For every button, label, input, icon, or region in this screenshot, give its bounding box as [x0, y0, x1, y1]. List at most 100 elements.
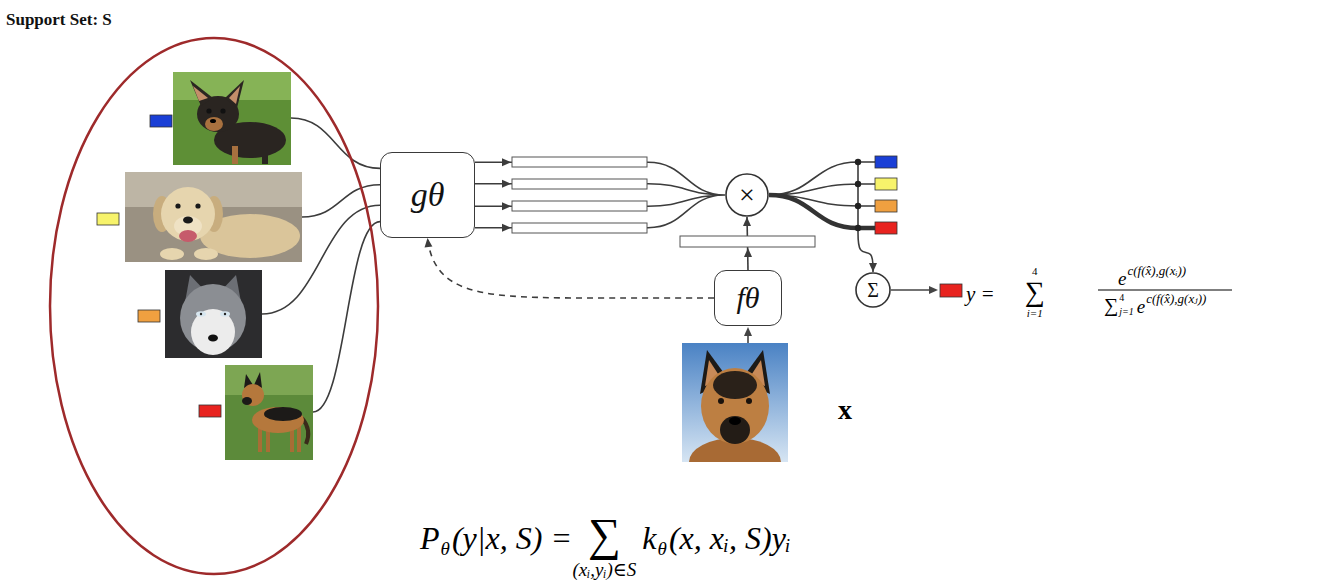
product-operator: ×: [725, 173, 769, 217]
embedding-vector: [680, 236, 815, 247]
support-photo-part: [183, 217, 193, 224]
node-label: Support Set: S: [6, 10, 112, 30]
query-label: x: [838, 394, 852, 426]
arrowhead: [869, 263, 877, 272]
sum-limit: 4: [1032, 265, 1038, 277]
sum-sign: ∑: [588, 508, 621, 561]
node-label: Σ: [867, 279, 879, 302]
sum-limit: i=1: [1027, 307, 1043, 319]
attention-highlight: [769, 195, 875, 228]
support-photo-part: [229, 86, 240, 104]
arrowhead: [502, 202, 511, 210]
formula-subscript: θ: [441, 538, 450, 560]
arrowhead: [744, 248, 752, 257]
sum-limit: j=1: [1119, 306, 1134, 317]
support-set-region: Support Set: S: [0, 4, 378, 584]
attention-output-part: [855, 203, 861, 209]
support-photo: [165, 270, 262, 358]
support-photo-part: [297, 426, 301, 452]
support-photo-part: [125, 172, 302, 262]
node-label: fθ: [736, 281, 759, 315]
query-photo-part: [729, 417, 741, 425]
attention-output-part: [855, 159, 861, 165]
support-photo-part: [242, 397, 252, 405]
support-photo: [173, 72, 291, 165]
formula-term: y =: [966, 282, 995, 307]
support-photo-part: [220, 311, 230, 317]
formula-term: e: [1118, 268, 1126, 290]
node-label: ×: [739, 179, 755, 211]
operator-circle: [856, 273, 890, 307]
support-photo-part: [173, 72, 291, 165]
support-photo-part: [232, 146, 238, 164]
support-photo-part: [165, 270, 262, 358]
support-photo-part: [179, 230, 197, 242]
formula-exponent: c(f(x̂),g(xⱼ)): [1146, 291, 1206, 307]
input-arrow: [744, 327, 752, 343]
embedding-vector-part: [512, 157, 647, 167]
arrowhead: [425, 238, 433, 247]
query-photo-part: [746, 398, 752, 404]
prediction-output-part: [891, 289, 931, 291]
support-photo-part: [205, 117, 223, 131]
support-photo-part: [200, 313, 202, 315]
prediction-output: [891, 284, 962, 297]
formula-subscript: θ: [658, 538, 667, 560]
attention-output-part: [875, 178, 897, 190]
sum-sign: ∑: [1104, 294, 1118, 317]
query-photo: [682, 343, 788, 462]
connector-line: [428, 238, 715, 298]
input-arrow-part: [744, 327, 752, 336]
support-photo-part: [161, 187, 215, 241]
prediction-output-part: [940, 284, 962, 297]
arrowhead: [502, 180, 511, 188]
support-photo-part: [225, 365, 313, 460]
attention-output-part: [855, 181, 861, 187]
support-photo-part: [195, 203, 200, 208]
support-photo-part: [196, 311, 206, 317]
prediction-output-part: [929, 286, 938, 294]
support-photo-part: [225, 80, 244, 108]
arrowhead: [743, 217, 751, 226]
query-photo-part: [720, 416, 750, 444]
attention-output-part: [875, 222, 897, 234]
sum-limit: 4: [1119, 292, 1124, 303]
arrowhead: [502, 224, 511, 232]
support-photo-part: [175, 203, 180, 208]
support-photo-part: [224, 313, 226, 315]
formula-term: e: [1137, 296, 1145, 318]
support-photo-part: [242, 384, 264, 406]
support-photo-part: [206, 108, 211, 113]
support-photo-part: [208, 335, 218, 342]
formula-term: (x, xᵢ, S)yᵢ: [669, 520, 791, 557]
fraction-bar: [1098, 289, 1232, 290]
query-photo-part: [713, 371, 757, 399]
embedding-function-g: gθ: [380, 152, 475, 238]
operator-circle: [726, 174, 768, 216]
region-outline: [0, 4, 378, 584]
support-photo-part: [193, 86, 208, 101]
node-label: gθ: [411, 176, 445, 214]
support-photo-part: [225, 365, 313, 395]
support-photo-part: [220, 108, 225, 113]
support-photo-part: [262, 148, 268, 164]
connector: [475, 158, 725, 231]
connector: [425, 238, 715, 298]
attention-output-part: [855, 225, 861, 231]
sum-sign: ∑: [1025, 276, 1045, 308]
formula-term: (y|x, S) =: [452, 520, 572, 557]
class-swatch: [97, 213, 119, 225]
support-photo-part: [210, 119, 216, 123]
sum-operator: Σ: [855, 272, 891, 308]
class-swatch: [199, 405, 221, 417]
query-photo-part: [701, 368, 769, 444]
support-photo-part: [194, 248, 218, 260]
support-photo-part: [264, 407, 302, 421]
formula-term: P: [420, 520, 440, 557]
embedding-vector-part: [512, 223, 647, 233]
sum-limit: (xᵢ,yᵢ)∈S: [572, 558, 636, 581]
class-swatch: [150, 115, 172, 127]
support-photo-part: [190, 80, 213, 106]
